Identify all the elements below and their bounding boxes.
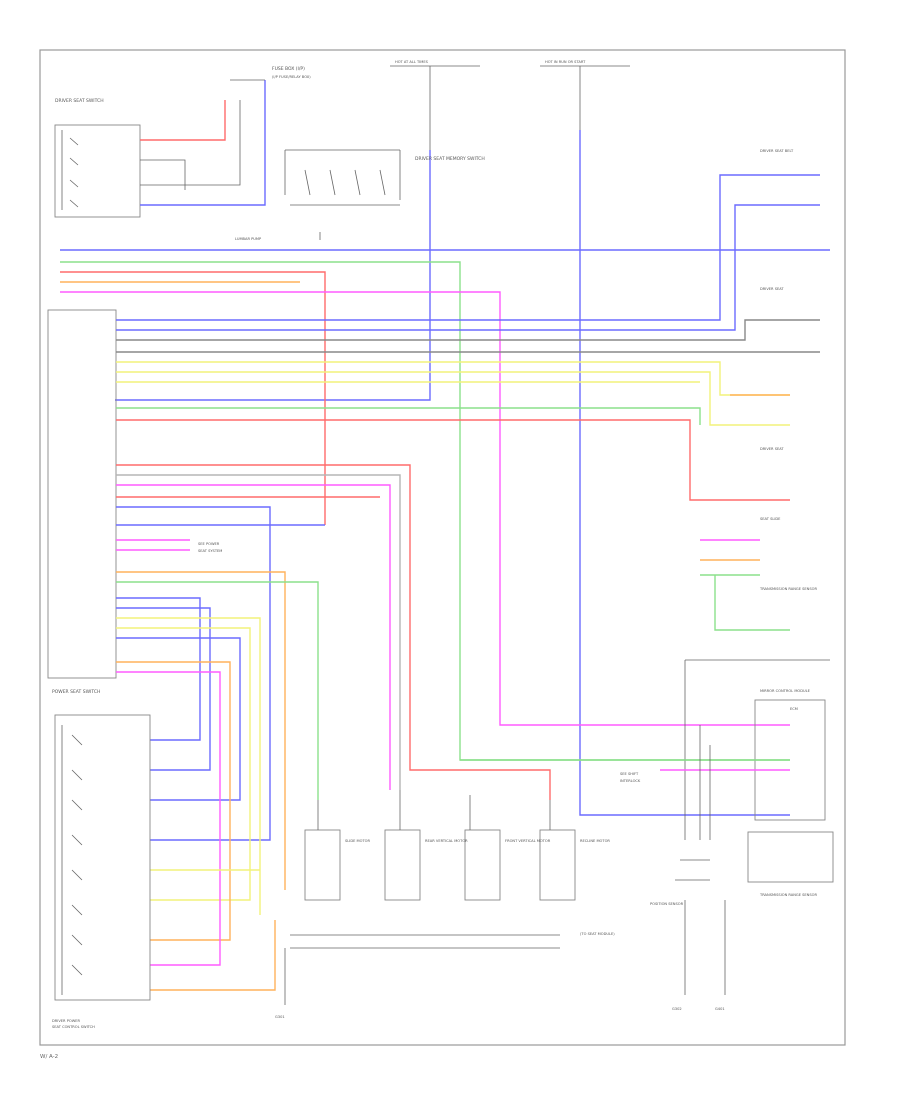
svg-text:(TO SEAT MODULE): (TO SEAT MODULE) bbox=[580, 932, 615, 936]
svg-text:SEAT SLIDE: SEAT SLIDE bbox=[760, 517, 781, 521]
svg-text:SEAT CONTROL SWITCH: SEAT CONTROL SWITCH bbox=[52, 1025, 95, 1029]
driver-switch-label: DRIVER SEAT SWITCH bbox=[55, 98, 104, 104]
wire-r6 bbox=[116, 371, 790, 426]
wire-m2 bbox=[116, 474, 401, 790]
svg-text:DRIVER SEAT: DRIVER SEAT bbox=[760, 287, 784, 291]
bus-red bbox=[60, 271, 326, 525]
svg-text:POWER SEAT SWITCH: POWER SEAT SWITCH bbox=[52, 689, 100, 695]
svg-text:LUMBAR PUMP: LUMBAR PUMP bbox=[235, 237, 262, 241]
svg-text:SEE SHIFT: SEE SHIFT bbox=[620, 772, 639, 776]
svg-text:DRIVER POWER: DRIVER POWER bbox=[52, 1019, 81, 1023]
wire-l11 bbox=[150, 920, 276, 991]
svg-text:RECLINE MOTOR: RECLINE MOTOR bbox=[580, 839, 610, 843]
wire-l5 bbox=[116, 617, 261, 915]
wire-r1 bbox=[116, 174, 820, 321]
power-seat-switch: POWER SEAT SWITCH bbox=[52, 689, 151, 1001]
fuse-b-label: HOT IN RUN OR START bbox=[545, 60, 586, 64]
wire-rm3 bbox=[700, 574, 790, 631]
wire-top-2 bbox=[140, 100, 226, 141]
wire-m1 bbox=[116, 464, 551, 800]
wire-l2 bbox=[116, 581, 319, 800]
svg-text:ECM: ECM bbox=[790, 707, 798, 711]
wire-r2 bbox=[116, 204, 820, 331]
wire-l3 bbox=[116, 597, 201, 741]
svg-text:SEAT SYSTEM: SEAT SYSTEM bbox=[198, 549, 222, 553]
wire-fuse-blue bbox=[115, 150, 431, 401]
svg-text:REAR VERTICAL MOTOR: REAR VERTICAL MOTOR bbox=[425, 839, 468, 843]
svg-text:DRIVER SEAT MEMORY SWITCH: DRIVER SEAT MEMORY SWITCH bbox=[415, 156, 485, 162]
wire-r9 bbox=[116, 419, 790, 501]
svg-text:TRANSMISSION RANGE SENSOR: TRANSMISSION RANGE SENSOR bbox=[759, 893, 817, 897]
svg-text:DRIVER SEAT: DRIVER SEAT bbox=[760, 447, 784, 451]
svg-text:POSITION SENSOR: POSITION SENSOR bbox=[650, 902, 684, 906]
wire-l1 bbox=[116, 571, 286, 890]
svg-text:SEE POWER: SEE POWER bbox=[198, 542, 220, 546]
motor-group: SLIDE MOTOR REAR VERTICAL MOTOR FRONT VE… bbox=[290, 790, 610, 949]
wire-l8 bbox=[116, 661, 231, 941]
module-connector-block bbox=[47, 309, 117, 679]
wire-l4 bbox=[116, 607, 211, 771]
ecm-module: TRANSMISSION RANGE SENSOR ECM bbox=[684, 659, 834, 897]
wire-top-1 bbox=[140, 80, 266, 206]
svg-text:MIRROR CONTROL MODULE: MIRROR CONTROL MODULE bbox=[760, 689, 811, 693]
wire-l7 bbox=[116, 637, 241, 801]
svg-text:SLIDE MOTOR: SLIDE MOTOR bbox=[345, 839, 370, 843]
svg-text:DRIVER SEAT BELT: DRIVER SEAT BELT bbox=[760, 149, 794, 153]
bus-magenta bbox=[60, 291, 790, 726]
svg-text:INTERLOCK: INTERLOCK bbox=[620, 779, 641, 783]
ground-b-label: G302 bbox=[672, 1007, 682, 1011]
wire-l6 bbox=[116, 627, 251, 901]
svg-text:(I/P FUSE/RELAY BOX): (I/P FUSE/RELAY BOX) bbox=[272, 75, 311, 79]
fuse-box-label: FUSE BOX (I/P) bbox=[272, 66, 305, 72]
wire-r3 bbox=[116, 319, 820, 341]
driver-seat-switch-box: DRIVER SEAT SWITCH bbox=[54, 98, 141, 218]
wire-fuse-blue2 bbox=[579, 130, 790, 816]
diagram-frame bbox=[39, 49, 846, 1046]
wire-m5 bbox=[116, 506, 271, 841]
fuse-a-label: HOT AT ALL TIMES bbox=[395, 60, 429, 64]
svg-text:FRONT VERTICAL MOTOR: FRONT VERTICAL MOTOR bbox=[505, 839, 551, 843]
bus-green bbox=[60, 261, 790, 761]
wire-l9 bbox=[116, 671, 221, 966]
wire-m3 bbox=[116, 484, 391, 790]
ground-c-label: G401 bbox=[715, 1007, 725, 1011]
wire-r8 bbox=[116, 407, 701, 425]
footer-code: W/ A-2 bbox=[40, 1054, 58, 1060]
wire-r5 bbox=[116, 361, 790, 396]
svg-text:TRANSMISSION RANGE SENSOR: TRANSMISSION RANGE SENSOR bbox=[759, 587, 817, 591]
memory-switch-bank: DRIVER SEAT MEMORY SWITCH bbox=[284, 149, 485, 206]
ground-a-label: G301 bbox=[275, 1015, 285, 1019]
